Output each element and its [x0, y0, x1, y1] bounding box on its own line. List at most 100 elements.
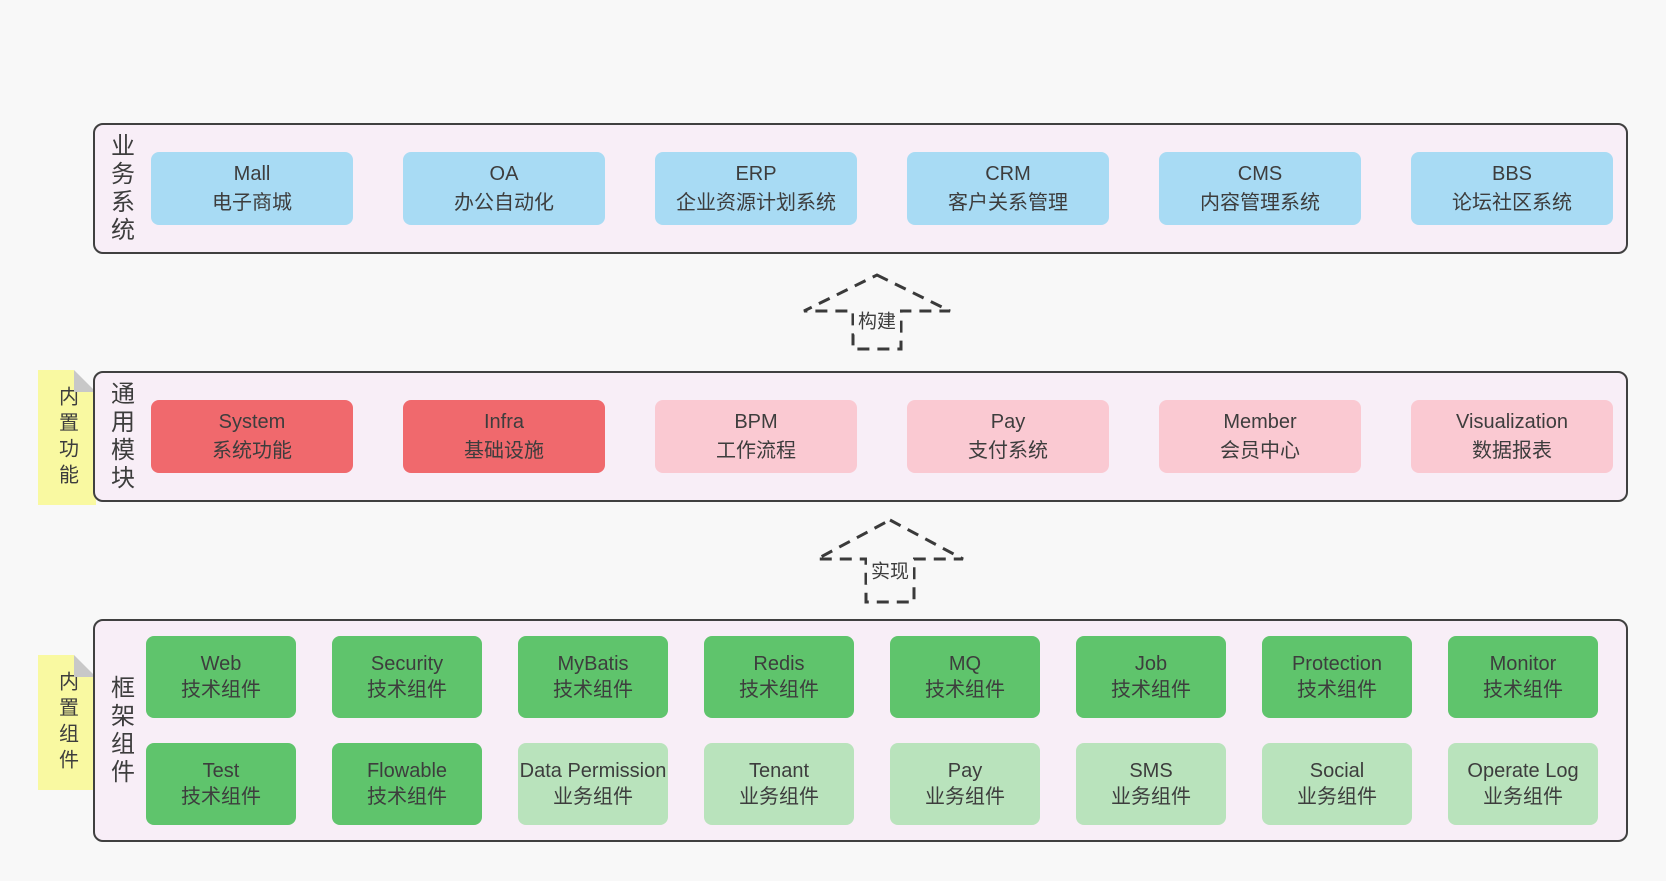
box-en: Pay: [990, 411, 1026, 434]
components-row-1: Web 技术组件 Security 技术组件 MyBatis 技术组件 Redi…: [95, 636, 1626, 718]
box-cn: 业务组件: [739, 786, 819, 808]
box-en: BBS: [1491, 163, 1533, 186]
box-bbs: BBS 论坛社区系统: [1411, 152, 1613, 225]
box-test: Test 技术组件: [146, 743, 296, 825]
sticky-note-label: 内置组件: [55, 670, 78, 775]
box-en: ERP: [735, 163, 777, 186]
arrow-implement-label: 实现: [866, 555, 914, 585]
box-cn: 技术组件: [181, 679, 261, 701]
box-en: Pay: [947, 759, 983, 782]
box-crm: CRM 客户关系管理: [907, 152, 1109, 225]
box-monitor: Monitor 技术组件: [1448, 636, 1598, 718]
box-cn: 技术组件: [367, 679, 447, 701]
box-web: Web 技术组件: [146, 636, 296, 718]
box-cn: 支付系统: [968, 439, 1048, 462]
box-data-permission: Data Permission 业务组件: [518, 743, 668, 825]
box-en: SMS: [1129, 759, 1173, 782]
box-social: Social 业务组件: [1262, 743, 1412, 825]
box-en: Member: [1223, 411, 1297, 434]
box-oa: OA 办公自动化: [403, 152, 605, 225]
box-infra: Infra 基础设施: [403, 400, 605, 473]
box-mall: Mall 电子商城: [151, 152, 353, 225]
box-cn: 业务组件: [553, 786, 633, 808]
up-arrow-shape: [803, 273, 951, 351]
box-en: MyBatis: [557, 652, 629, 675]
box-cn: 会员中心: [1220, 439, 1300, 462]
box-en: Monitor: [1489, 652, 1557, 675]
modules-row: System 系统功能 Infra 基础设施 BPM 工作流程 Pay 支付系统…: [95, 400, 1626, 473]
box-cn: 基础设施: [464, 439, 544, 462]
box-operate-log: Operate Log 业务组件: [1448, 743, 1598, 825]
layer-label-framework-components: 框架组件: [106, 674, 134, 787]
box-en: Web: [200, 652, 242, 675]
box-en: Protection: [1291, 652, 1383, 675]
business-rows: Mall 电子商城 OA 办公自动化 ERP 企业资源计划系统 CRM 客户关系…: [95, 125, 1626, 252]
box-member: Member 会员中心: [1159, 400, 1361, 473]
arrow-build-label: 构建: [853, 305, 901, 335]
box-cn: 业务组件: [1483, 786, 1563, 808]
components-row-2: Test 技术组件 Flowable 技术组件 Data Permission …: [95, 743, 1626, 825]
box-en: Visualization: [1456, 411, 1568, 434]
box-system: System 系统功能: [151, 400, 353, 473]
box-cn: 内容管理系统: [1200, 191, 1320, 214]
sticky-note-built-in-features: 内置功能: [38, 370, 96, 505]
box-en: Infra: [483, 411, 525, 434]
box-cn: 业务组件: [1111, 786, 1191, 808]
box-mq: MQ 技术组件: [890, 636, 1040, 718]
box-en: CMS: [1237, 163, 1283, 186]
box-protection: Protection 技术组件: [1262, 636, 1412, 718]
box-cn: 客户关系管理: [948, 191, 1068, 214]
box-cn: 技术组件: [553, 679, 633, 701]
box-cn: 技术组件: [925, 679, 1005, 701]
box-cms: CMS 内容管理系统: [1159, 152, 1361, 225]
box-en: Security: [370, 652, 444, 675]
box-cn: 技术组件: [1483, 679, 1563, 701]
box-en: MQ: [948, 652, 982, 675]
layer-framework-components: 框架组件 Web 技术组件 Security 技术组件 MyBatis 技术组件…: [93, 619, 1628, 842]
box-en: System: [218, 411, 286, 434]
box-tenant: Tenant 业务组件: [704, 743, 854, 825]
box-cn: 工作流程: [716, 439, 796, 462]
box-cn: 技术组件: [367, 786, 447, 808]
sticky-note-label: 内置功能: [55, 385, 78, 490]
box-erp: ERP 企业资源计划系统: [655, 152, 857, 225]
box-cn: 技术组件: [739, 679, 819, 701]
business-row: Mall 电子商城 OA 办公自动化 ERP 企业资源计划系统 CRM 客户关系…: [95, 152, 1626, 225]
box-job: Job 技术组件: [1076, 636, 1226, 718]
box-cn: 电子商城: [212, 191, 292, 214]
box-cn: 业务组件: [925, 786, 1005, 808]
box-en: Flowable: [366, 759, 448, 782]
box-security: Security 技术组件: [332, 636, 482, 718]
box-en: CRM: [985, 163, 1031, 186]
box-en: Job: [1134, 652, 1168, 675]
layer-common-modules: 通用模块 System 系统功能 Infra 基础设施 BPM 工作流程 Pay…: [93, 371, 1628, 502]
layer-label-business-systems: 业务系统: [106, 132, 134, 245]
box-cn: 技术组件: [181, 786, 261, 808]
box-en: Data Permission: [519, 759, 667, 782]
box-cn: 办公自动化: [454, 191, 554, 214]
box-cn: 数据报表: [1472, 439, 1552, 462]
box-en: Test: [202, 759, 240, 782]
box-cn: 企业资源计划系统: [676, 191, 836, 214]
modules-rows: System 系统功能 Infra 基础设施 BPM 工作流程 Pay 支付系统…: [95, 373, 1626, 500]
box-sms: SMS 业务组件: [1076, 743, 1226, 825]
box-en: Tenant: [748, 759, 810, 782]
box-en: BPM: [734, 411, 778, 434]
sticky-note-built-in-components: 内置组件: [38, 655, 96, 790]
box-cn: 系统功能: [212, 439, 292, 462]
box-pay-module: Pay 支付系统: [907, 400, 1109, 473]
box-en: OA: [489, 163, 519, 186]
box-en: Operate Log: [1467, 759, 1579, 782]
box-visualization: Visualization 数据报表: [1411, 400, 1613, 473]
box-en: Mall: [233, 163, 271, 186]
box-cn: 论坛社区系统: [1452, 191, 1572, 214]
up-arrow-shape: [816, 518, 964, 604]
arrow-build: 构建: [800, 272, 954, 352]
box-flowable: Flowable 技术组件: [332, 743, 482, 825]
box-en: Redis: [753, 652, 805, 675]
box-cn: 技术组件: [1111, 679, 1191, 701]
box-en: Social: [1309, 759, 1365, 782]
layer-label-common-modules: 通用模块: [106, 380, 134, 493]
box-cn: 业务组件: [1297, 786, 1377, 808]
